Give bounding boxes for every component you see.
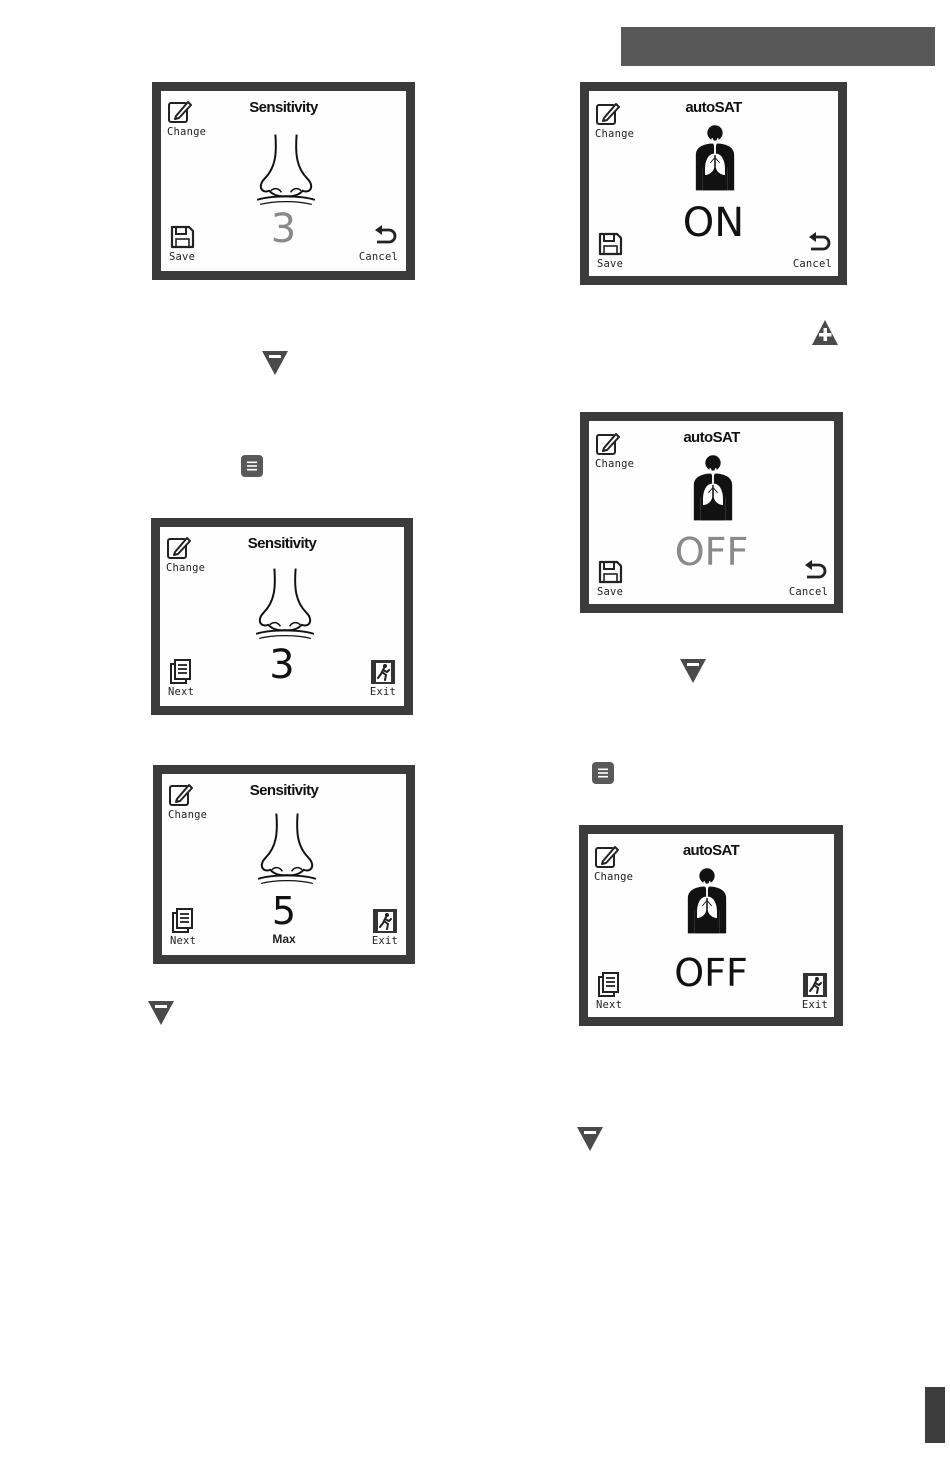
change-label: Change (595, 458, 634, 470)
lungs-body-icon (692, 121, 738, 197)
down-key-icon (678, 656, 708, 686)
document-icon (170, 908, 196, 934)
change-label: Change (167, 126, 206, 138)
pencil-icon (166, 535, 192, 561)
cancel-button[interactable]: Cancel (359, 224, 398, 263)
max-indicator: Max (162, 932, 406, 946)
undo-arrow-icon (372, 224, 398, 250)
change-control[interactable]: Change (168, 782, 207, 821)
pencil-icon (168, 782, 194, 808)
save-button[interactable]: Save (169, 224, 195, 263)
next-button[interactable]: Next (168, 659, 194, 698)
cancel-label: Cancel (359, 251, 398, 263)
sensitivity-screen-max: Sensitivity Change 5 Max Next Exit (153, 765, 415, 964)
exit-button[interactable]: Exit (370, 659, 396, 698)
pencil-icon (595, 431, 621, 457)
sensitivity-screen-set: Sensitivity Change 3 Next Exit (151, 518, 413, 715)
nose-icon (245, 133, 327, 209)
save-button[interactable]: Save (597, 559, 623, 598)
nose-icon (246, 812, 328, 888)
change-label: Change (166, 562, 205, 574)
floppy-disk-icon (169, 224, 195, 250)
undo-arrow-icon (802, 559, 828, 585)
menu-key-icon (591, 761, 615, 785)
exit-button[interactable]: Exit (372, 908, 398, 947)
autosat-screen-on: autoSAT Change ON Save Cancel (580, 82, 847, 285)
next-label: Next (168, 686, 194, 698)
sensitivity-value: 5 (162, 892, 406, 930)
document-icon (596, 972, 622, 998)
down-key-icon (575, 1124, 605, 1154)
next-label: Next (596, 999, 622, 1011)
exit-door-icon (802, 972, 828, 998)
sensitivity-screen-edit: Sensitivity Change 3 Save Cancel (152, 82, 415, 280)
pencil-icon (594, 844, 620, 870)
autosat-value: OFF (588, 954, 834, 992)
change-control[interactable]: Change (167, 99, 206, 138)
autosat-screen-off-set: autoSAT Change OFF Next Exit (579, 825, 843, 1026)
next-button[interactable]: Next (170, 908, 196, 947)
pencil-icon (595, 101, 621, 127)
save-button[interactable]: Save (597, 231, 623, 270)
exit-label: Exit (370, 686, 396, 698)
exit-button[interactable]: Exit (802, 972, 828, 1011)
save-label: Save (169, 251, 195, 263)
lungs-body-icon (684, 864, 730, 940)
exit-label: Exit (802, 999, 828, 1011)
floppy-disk-icon (597, 559, 623, 585)
down-key-icon (260, 348, 290, 378)
cancel-button[interactable]: Cancel (789, 559, 828, 598)
sensitivity-value: 3 (160, 645, 404, 685)
exit-door-icon (370, 659, 396, 685)
section-header-bar (621, 27, 935, 66)
next-label: Next (170, 935, 196, 947)
down-key-icon (146, 998, 176, 1028)
change-control[interactable]: Change (595, 101, 634, 140)
change-label: Change (595, 128, 634, 140)
save-label: Save (597, 586, 623, 598)
change-control[interactable]: Change (594, 844, 633, 883)
exit-label: Exit (372, 935, 398, 947)
cancel-label: Cancel (789, 586, 828, 598)
save-label: Save (597, 258, 623, 270)
autosat-screen-off-edit: autoSAT Change OFF Save Cancel (580, 412, 843, 613)
floppy-disk-icon (597, 231, 623, 257)
document-icon (168, 659, 194, 685)
change-control[interactable]: Change (166, 535, 205, 574)
nose-icon (244, 567, 326, 643)
cancel-button[interactable]: Cancel (793, 231, 832, 270)
exit-door-icon (372, 908, 398, 934)
page-side-tab (925, 1387, 945, 1443)
up-plus-key-icon (810, 318, 840, 348)
pencil-icon (167, 99, 193, 125)
undo-arrow-icon (806, 231, 832, 257)
cancel-label: Cancel (793, 258, 832, 270)
change-label: Change (594, 871, 633, 883)
menu-key-icon (240, 454, 264, 478)
change-label: Change (168, 809, 207, 821)
next-button[interactable]: Next (596, 972, 622, 1011)
change-control[interactable]: Change (595, 431, 634, 470)
lungs-body-icon (690, 451, 736, 527)
